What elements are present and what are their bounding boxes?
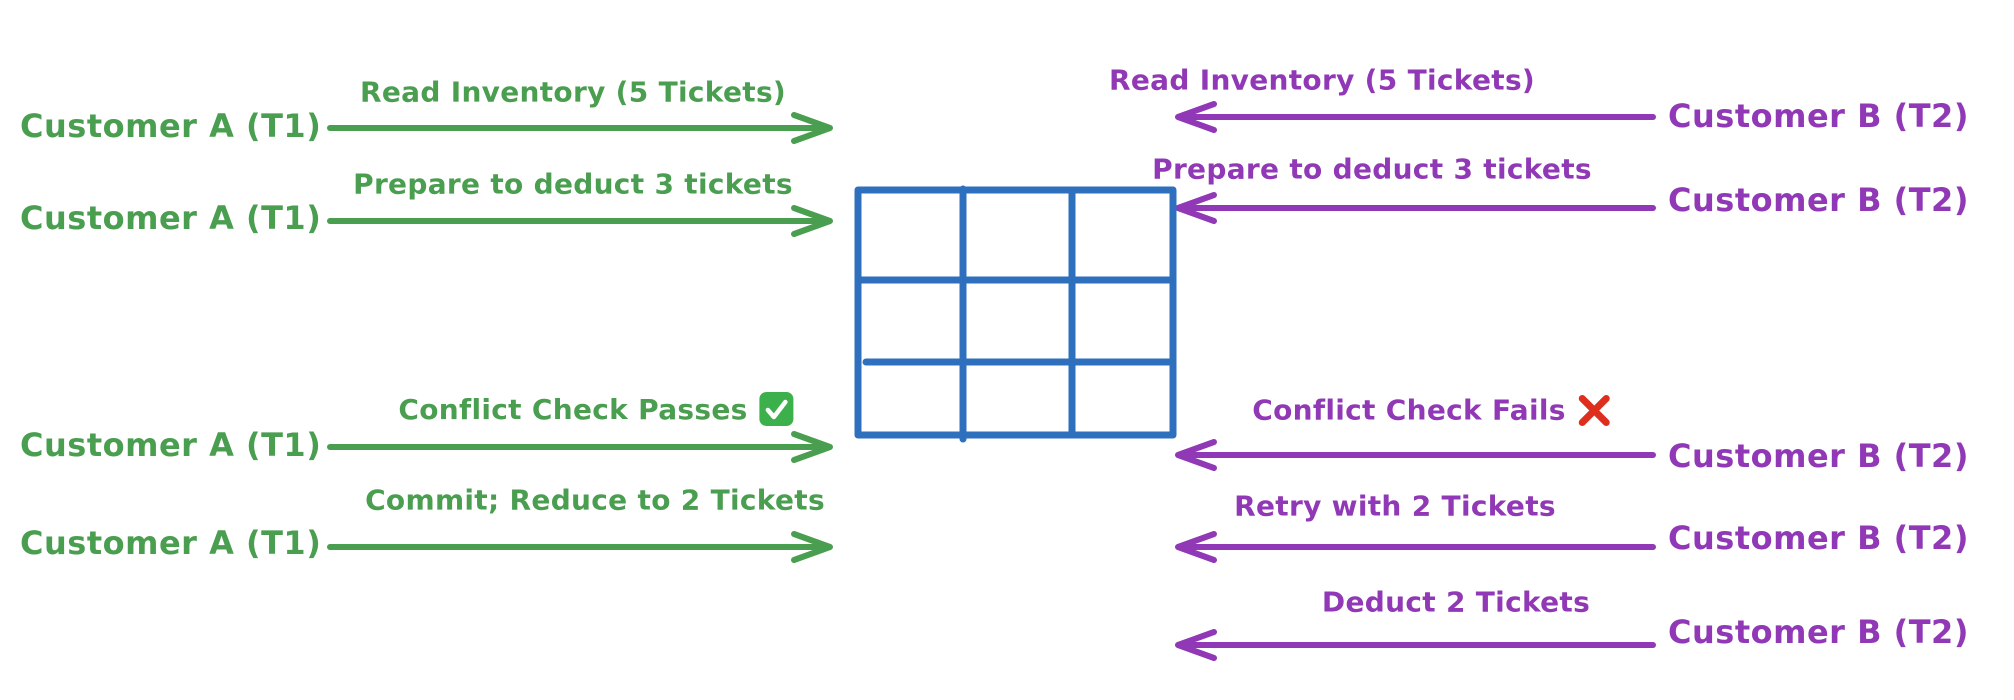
actor-customer-a-3: Customer A (T1) xyxy=(20,426,322,464)
actor-customer-b-5: Customer B (T2) xyxy=(1668,613,1969,651)
message-conflict-check-passes: Conflict Check Passes xyxy=(398,390,795,428)
arrow-left-3 xyxy=(327,431,833,463)
message-conflict-check-fails: Conflict Check Fails xyxy=(1252,394,1612,427)
arrow-right-4 xyxy=(1175,531,1656,563)
message-prepare-deduct-left: Prepare to deduct 3 tickets xyxy=(353,167,793,201)
arrow-left-4 xyxy=(327,531,833,563)
message-deduct-2: Deduct 2 Tickets xyxy=(1321,585,1591,619)
arrow-left-1 xyxy=(327,112,833,144)
arrow-right-5 xyxy=(1175,629,1656,661)
message-commit-reduce: Commit; Reduce to 2 Tickets xyxy=(365,483,825,517)
actor-customer-b-2: Customer B (T2) xyxy=(1668,181,1969,219)
message-read-inventory-left: Read Inventory (5 Tickets) xyxy=(359,75,787,109)
actor-customer-a-4: Customer A (T1) xyxy=(20,524,322,562)
arrow-right-1 xyxy=(1175,101,1656,133)
actor-customer-a-2: Customer A (T1) xyxy=(20,199,322,237)
actor-customer-b-3: Customer B (T2) xyxy=(1668,437,1969,475)
message-retry-with-2: Retry with 2 Tickets xyxy=(1234,489,1556,523)
arrow-right-3 xyxy=(1175,439,1656,471)
check-emoji-icon xyxy=(759,392,794,426)
actor-customer-b-1: Customer B (T2) xyxy=(1668,97,1969,135)
database-table xyxy=(854,185,1177,443)
arrow-left-2 xyxy=(327,205,833,237)
message-read-inventory-right: Read Inventory (5 Tickets) xyxy=(1108,63,1536,97)
arrow-right-2 xyxy=(1175,192,1656,224)
message-prepare-deduct-right: Prepare to deduct 3 tickets xyxy=(1152,152,1592,186)
actor-customer-b-4: Customer B (T2) xyxy=(1668,519,1969,557)
actor-customer-a-1: Customer A (T1) xyxy=(20,107,322,145)
cross-emoji-icon xyxy=(1578,394,1610,426)
